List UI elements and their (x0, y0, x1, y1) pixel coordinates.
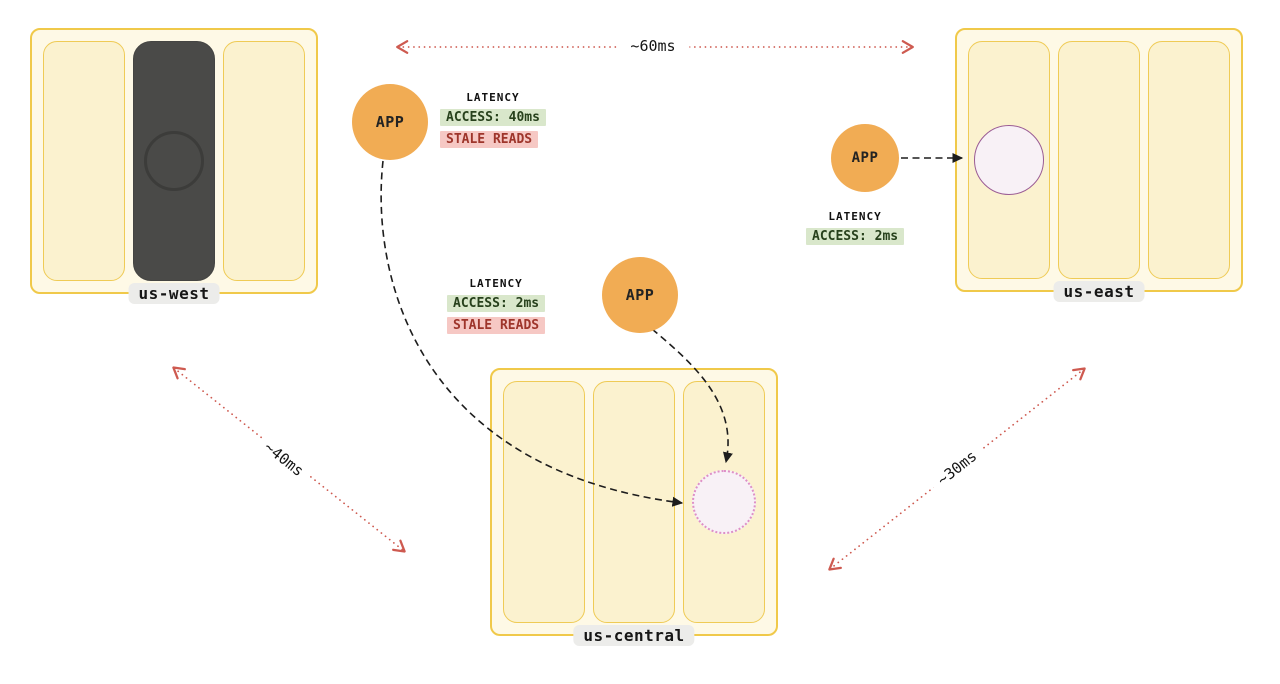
region-label-us-west: us-west (128, 283, 220, 304)
db-node (683, 381, 765, 623)
app-client-east: APP (831, 124, 899, 192)
link-latency-central-east: ~30ms (927, 442, 987, 494)
app-client-west: APP (352, 84, 428, 160)
access-latency-badge: ACCESS: 2ms (447, 295, 546, 312)
db-node (503, 381, 585, 623)
replica-circle-east (974, 125, 1044, 195)
link-latency-west-central: ~40ms (254, 432, 314, 486)
region-us-west: us-west (30, 28, 318, 304)
stale-reads-badge: STALE READS (440, 131, 539, 148)
stale-reads-badge: STALE READS (447, 317, 546, 334)
access-latency-badge: ACCESS: 2ms (806, 228, 905, 245)
latency-title: LATENCY (469, 277, 523, 290)
region-label-us-east: us-east (1053, 281, 1145, 302)
db-node (1148, 41, 1230, 279)
latency-title: LATENCY (466, 91, 520, 104)
db-node (968, 41, 1050, 279)
latency-title: LATENCY (828, 210, 882, 223)
replica-circle-central-dotted (692, 470, 756, 534)
region-us-central: us-central (490, 368, 778, 646)
link-latency-west-east: ~60ms (616, 37, 690, 55)
latency-block-east-client: LATENCY ACCESS: 2ms (806, 210, 905, 245)
app-client-central: APP (602, 257, 678, 333)
db-node-down (133, 41, 215, 281)
region-us-east: us-east (955, 28, 1243, 302)
db-node (1058, 41, 1140, 279)
db-node (593, 381, 675, 623)
latency-block-west-client: LATENCY ACCESS: 40ms STALE READS (440, 91, 546, 148)
region-label-us-central: us-central (573, 625, 695, 646)
latency-block-central-client: LATENCY ACCESS: 2ms STALE READS (447, 277, 546, 334)
access-latency-badge: ACCESS: 40ms (440, 109, 546, 126)
offline-replica-icon (144, 131, 204, 191)
db-node (223, 41, 305, 281)
db-node (43, 41, 125, 281)
